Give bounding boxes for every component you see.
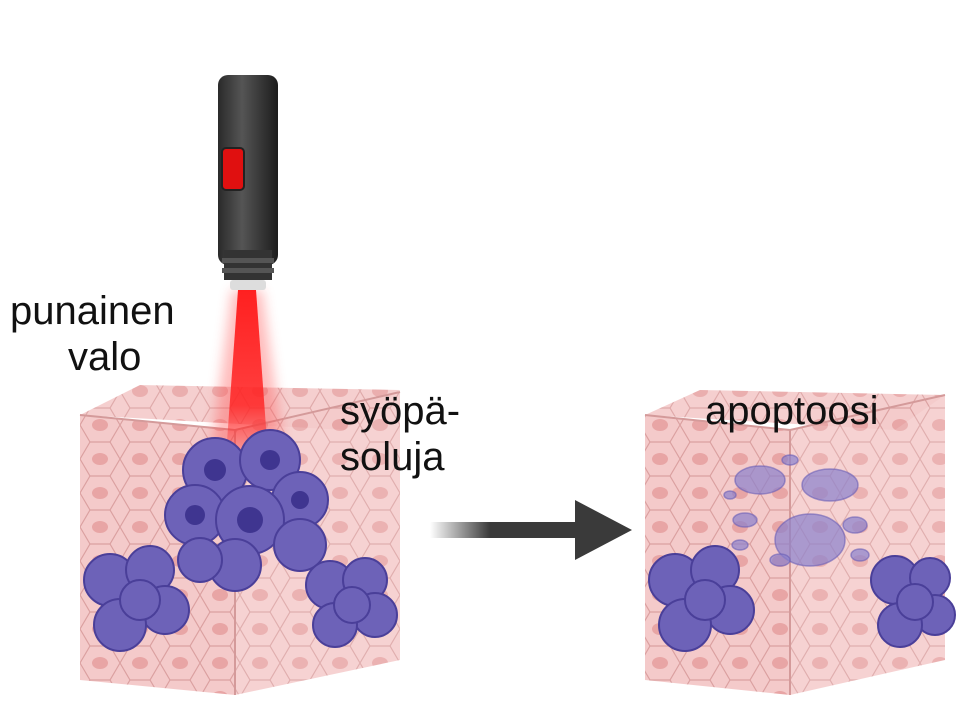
cancer-label-line1: syöpä-	[340, 389, 461, 433]
light-label-line2: valo	[68, 335, 142, 379]
red-light-beam	[210, 290, 285, 460]
cancer-cells-cluster	[164, 429, 329, 592]
cancer-cells-label: syöpä- soluja	[340, 388, 460, 480]
cancer-cells-small-left	[83, 545, 398, 652]
arrow-icon	[430, 500, 632, 560]
apoptotic-cells	[723, 454, 870, 567]
light-label: punainen valo	[10, 288, 175, 380]
cancer-cells-small-right	[648, 545, 956, 652]
cancer-label-line2: soluja	[340, 435, 445, 479]
apoptosis-label: apoptoosi	[705, 389, 879, 433]
light-label-line1: punainen	[10, 289, 175, 333]
flashlight-icon	[218, 75, 278, 290]
